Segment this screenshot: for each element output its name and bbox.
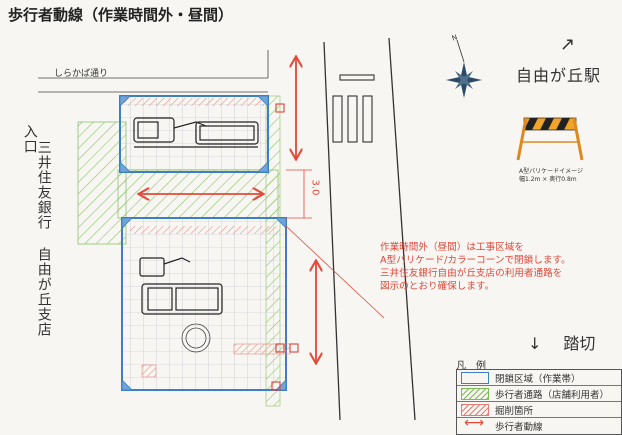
- road-name-label: しらかば通り: [54, 69, 109, 79]
- legend-swatch-dig: [461, 404, 489, 416]
- excavation-upper: [124, 98, 264, 106]
- legend-label: 歩行者通路（店舗利用者）: [495, 390, 610, 401]
- barrier-caption-line2: 幅1.2m × 奥行0.8m: [519, 176, 577, 184]
- manhole: [181, 323, 211, 353]
- pedestrian-flow-arrows: [140, 58, 316, 362]
- dimension-label: 3.0: [309, 179, 321, 196]
- barrier-caption-line1: A型バリケードイメージ: [519, 168, 583, 175]
- station-direction-arrow: ↗: [560, 34, 576, 55]
- barrier-caption: A型バリケードイメージ 幅1.2m × 奥行0.8m: [519, 168, 583, 184]
- main-road-edge: [388, 37, 416, 421]
- excavation-lower-band: [130, 226, 278, 234]
- legend-label: 閉鎖区域（作業帯）: [495, 374, 581, 385]
- excavator-lower: [139, 257, 223, 315]
- crossing-label: ↓ 踏切: [528, 330, 595, 354]
- legend-title: 凡 例: [456, 361, 486, 372]
- legend: 閉鎖区域（作業帯） 歩行者通路（店舗利用者） 掘削箇所 ⟷ 歩行者動線: [456, 369, 622, 435]
- legend-row-flow: ⟷ 歩行者動線: [457, 415, 621, 433]
- legend-row-walk: 歩行者通路（店舗利用者）: [457, 386, 621, 402]
- cone-markers: [271, 103, 299, 391]
- double-arrow-icon: ⟷: [463, 415, 485, 431]
- entrance-label: 入口: [21, 124, 38, 154]
- crosswalk-stripes: [332, 74, 375, 143]
- zone-corner-markers: [119, 95, 287, 391]
- legend-label: 歩行者動線: [495, 422, 543, 433]
- dimension-3m: [286, 169, 312, 219]
- note-leader: [285, 225, 385, 319]
- note-line: 三井住友銀行自由が丘支店の利用者通路を: [380, 268, 563, 279]
- legend-row-closed: 閉鎖区域（作業帯）: [457, 370, 621, 386]
- note-line: 図示のとおり確保します。: [380, 281, 495, 292]
- excavator-upper: [133, 117, 259, 148]
- excavation-corner: [141, 364, 157, 378]
- crossing-arrow: ↓: [528, 334, 542, 353]
- station-label: 自由が丘駅: [516, 66, 602, 85]
- legend-row-dig: 掘削箇所: [457, 402, 621, 418]
- bank-label: 三井住友銀行 自由が丘支店: [35, 140, 52, 337]
- closure-note: 作業時間外（昼間）は工事区域を A型バリケード/カラーコーンで閉鎖します。 三井…: [380, 241, 571, 293]
- main-road-edge: [323, 41, 341, 421]
- closed-zone-lower: [121, 217, 287, 391]
- note-line: 作業時間外（昼間）は工事区域を: [380, 242, 524, 253]
- legend-label: 掘削箇所: [495, 406, 534, 417]
- compass-icon: [446, 39, 482, 98]
- page-title: 歩行者動線（作業時間外・昼間）: [8, 6, 234, 24]
- legend-swatch-closed: [461, 372, 489, 384]
- closed-zone-upper: [119, 95, 269, 173]
- barrier-icon: [516, 117, 584, 161]
- note-line: A型バリケード/カラーコーンで閉鎖します。: [380, 255, 571, 266]
- legend-swatch-walk: [461, 388, 489, 400]
- crossing-text: 踏切: [563, 334, 596, 353]
